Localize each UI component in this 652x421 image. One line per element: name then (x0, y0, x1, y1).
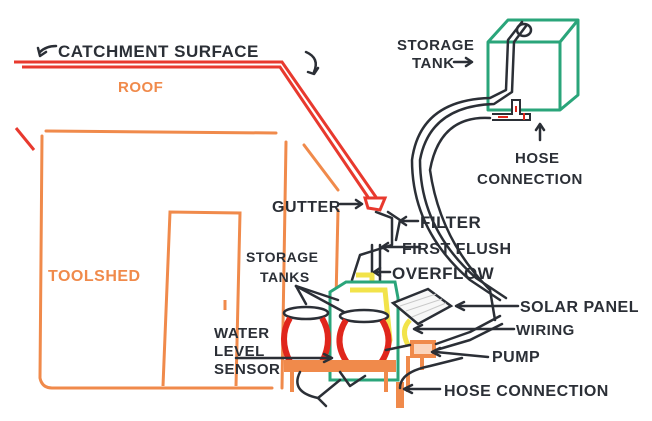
toolshed-outline (38, 129, 340, 390)
label-solar-panel: SOLAR PANEL (520, 299, 639, 316)
label-hose-top-line2: CONNECTION (477, 171, 583, 188)
hose-connection-bottom (396, 382, 404, 408)
label-pump: PUMP (492, 349, 540, 366)
label-catchment-surface: CATCHMENT SURFACE (58, 42, 259, 61)
wiring (402, 318, 412, 347)
label-storage-tanks-line2: TANKS (260, 269, 310, 285)
outlet-pipes (296, 370, 367, 408)
tank-inlet (515, 22, 533, 38)
label-water-level-sensor-line3: SENSOR (214, 361, 280, 378)
label-hose-top-line1: HOSE (515, 150, 560, 167)
gutter (362, 196, 388, 212)
long-hose (410, 20, 528, 322)
tank-hose-tee (492, 99, 531, 121)
label-hose-connection: HOSE CONNECTION (444, 383, 609, 400)
label-water-level-sensor-line2: LEVEL (214, 343, 265, 360)
label-first-flush: FIRST FLUSH (402, 241, 512, 258)
label-gutter: GUTTER (272, 199, 341, 216)
roof-eave-left (14, 127, 36, 151)
tank-stand (284, 360, 396, 392)
barrel-left (281, 305, 331, 364)
label-roof: ROOF (118, 79, 163, 96)
label-overflow: OVERFLOW (392, 264, 495, 283)
label-storage-tank-line1: STORAGE (397, 37, 474, 54)
label-storage-tanks-line1: STORAGE (246, 249, 318, 265)
label-filter: FILTER (420, 213, 481, 232)
label-storage-tank-line2: TANK (412, 55, 455, 72)
label-water-level-sensor-line1: WATER (214, 325, 270, 342)
lower-tank-housing (328, 280, 400, 382)
label-wiring: WIRING (516, 322, 575, 339)
toolshed-door (161, 210, 242, 387)
solar-panel (390, 287, 454, 326)
roof-line (14, 60, 380, 204)
upper-storage-tank (486, 18, 580, 112)
label-toolshed: TOOLSHED (48, 268, 141, 285)
arrows (36, 44, 546, 395)
